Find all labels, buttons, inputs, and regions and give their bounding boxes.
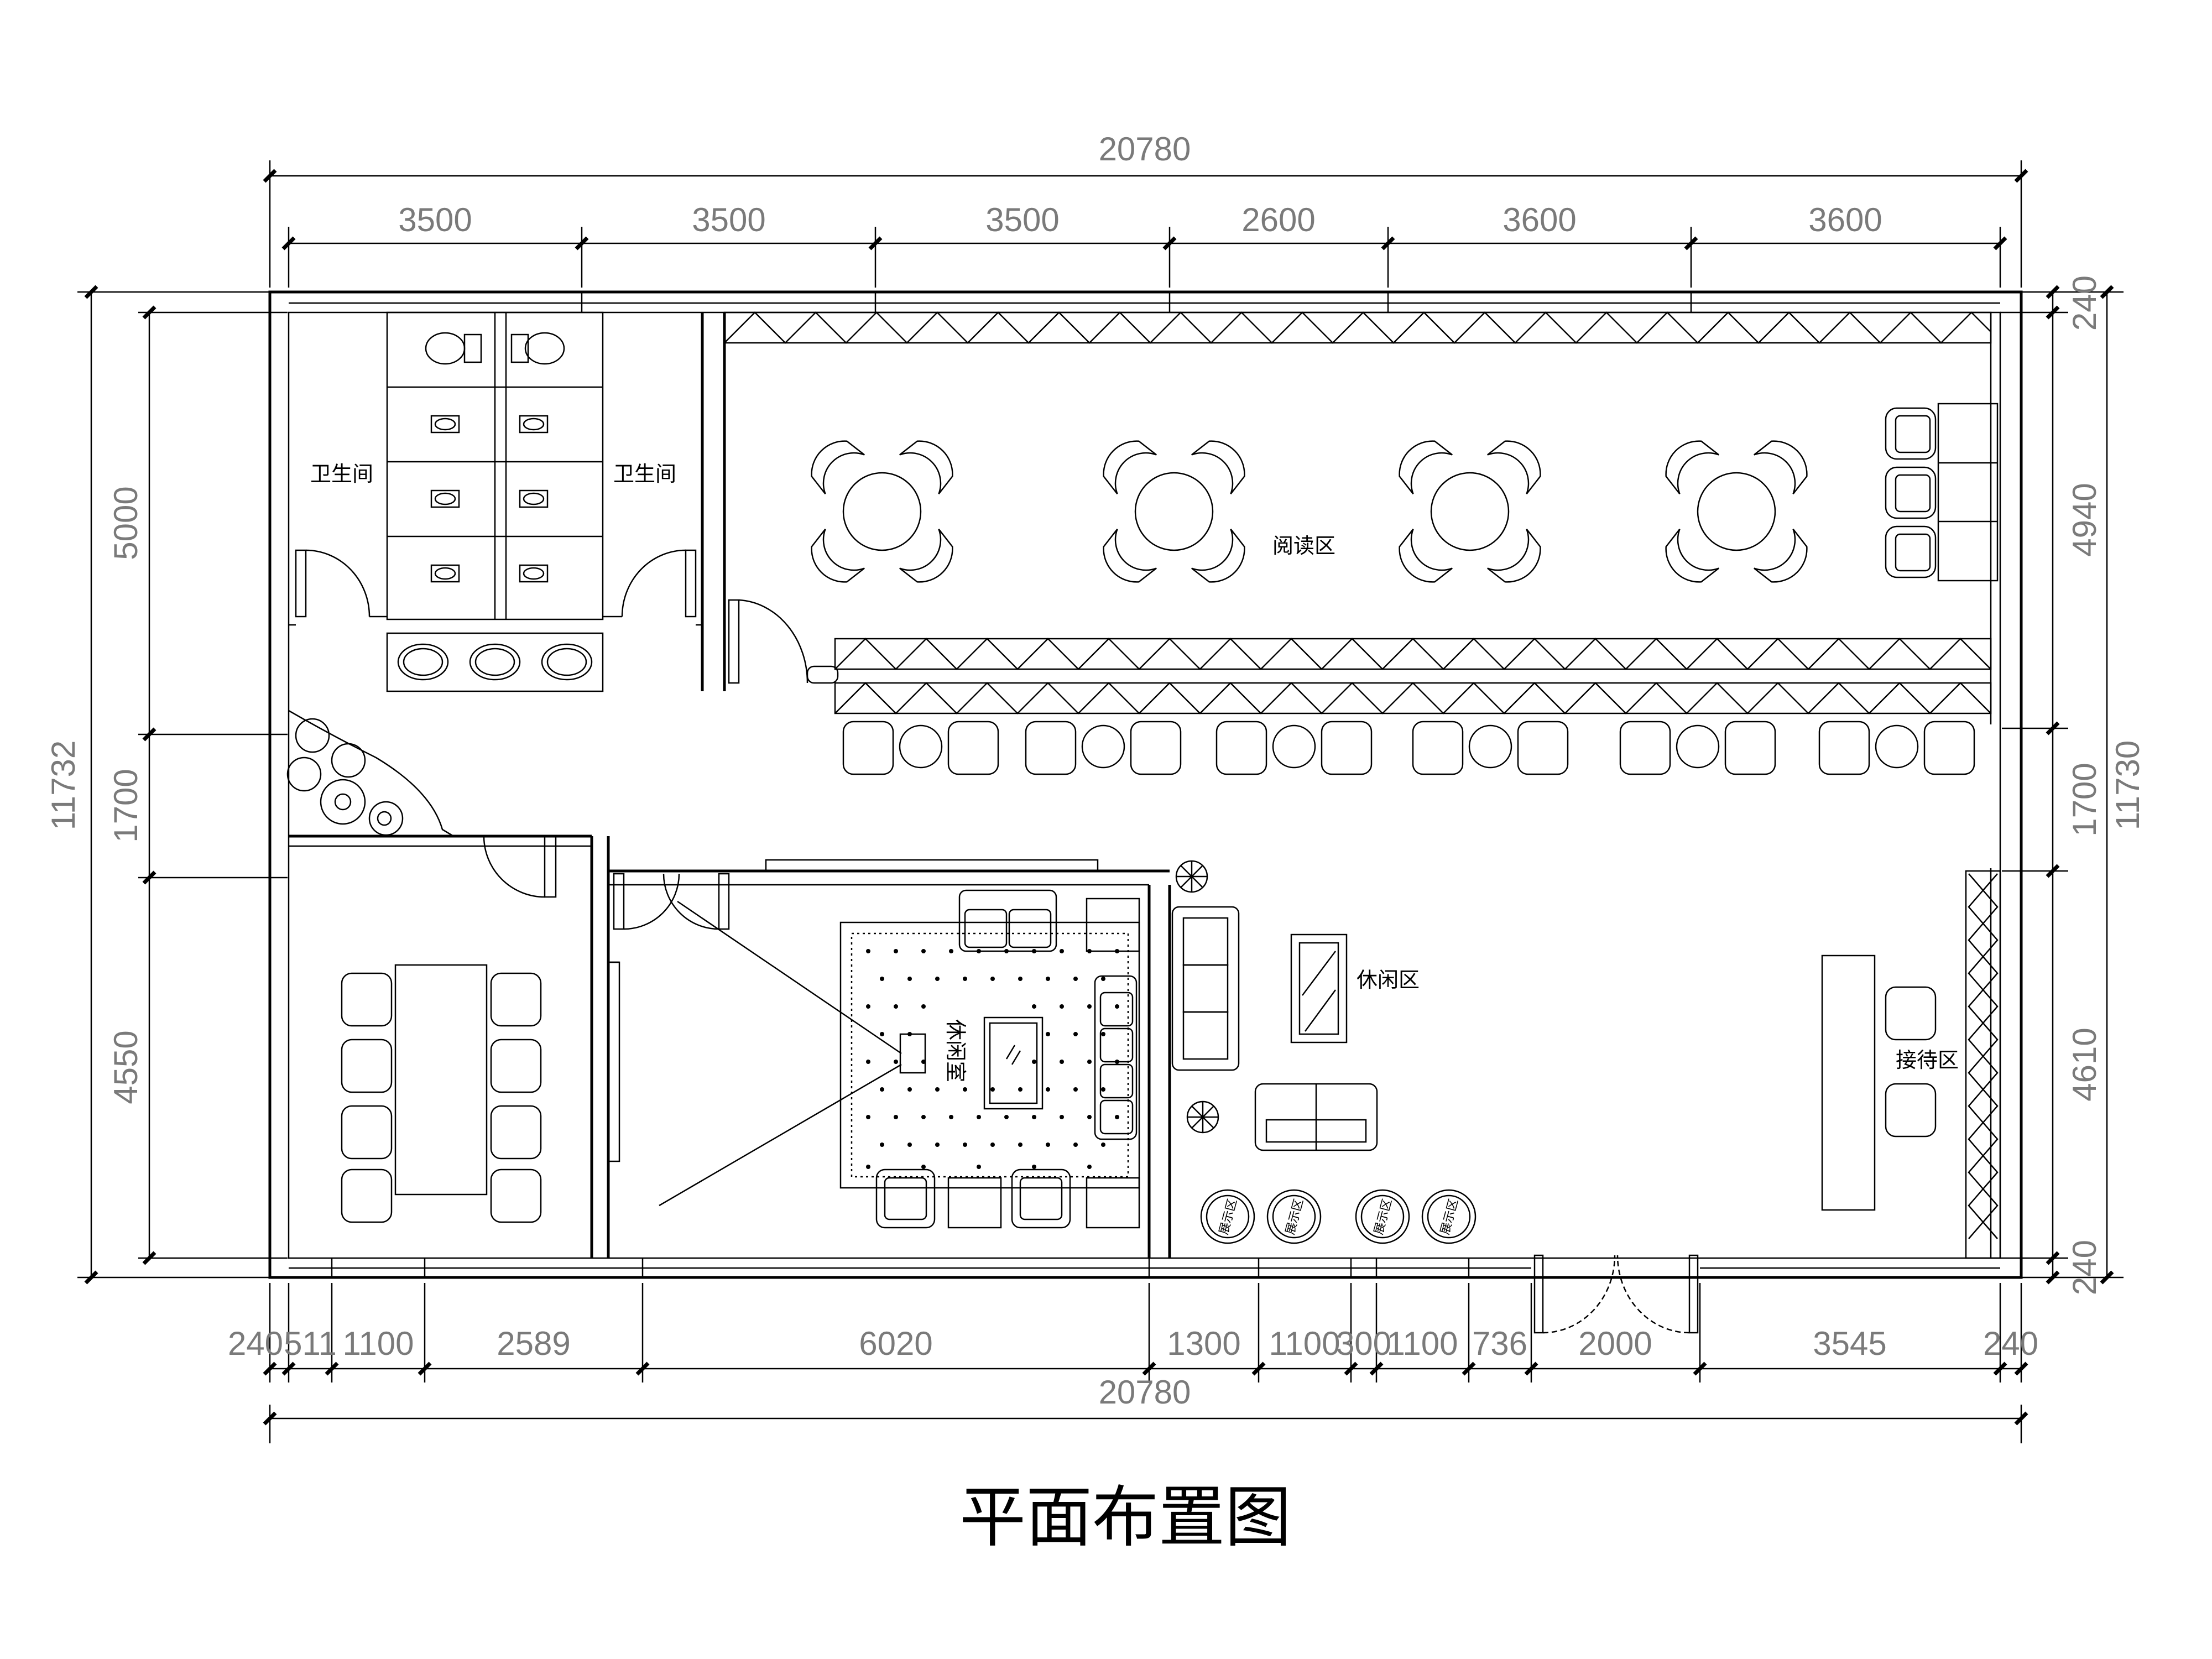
armchair-icon (1885, 466, 1937, 519)
right-dim-1: 240 (2066, 275, 2103, 331)
leisure-area-label: 休闲区 (1357, 968, 1420, 992)
chair-icon (341, 1039, 393, 1093)
leisure-area: 展示区 展示区 展示区 展示区 (1171, 860, 1477, 1244)
squat-toilet-icon (430, 489, 460, 508)
plant-icon (1186, 1100, 1219, 1134)
svg-text:展示区: 展示区 (1372, 1197, 1395, 1236)
interior-walls (289, 312, 2001, 1259)
top-dimensions: 20780 3500 3500 3500 2600 3600 3600 (263, 131, 2028, 288)
chair-icon (341, 1105, 393, 1160)
display-badge: 展示区 (1266, 1189, 1322, 1244)
svg-text:展示区: 展示区 (1438, 1197, 1461, 1236)
right-dim-3: 1700 (2066, 763, 2103, 836)
armchair-icon (1885, 525, 1937, 578)
bottom-dim-13: 240 (1983, 1325, 2038, 1362)
armchair-icon (1885, 407, 1937, 460)
left-dim-3: 4550 (107, 1030, 144, 1104)
reception-area (1533, 873, 1999, 1334)
toilet-icon (425, 332, 482, 365)
bottom-dim-3: 1100 (342, 1325, 414, 1362)
bottom-dim-10: 736 (1472, 1325, 1527, 1362)
chair-icon (490, 1105, 542, 1160)
meeting-room (341, 835, 557, 1223)
toilet-icon (510, 332, 565, 365)
chair-icon (341, 1168, 393, 1223)
left-dimensions: 11732 5000 1700 4550 (45, 285, 288, 1285)
left-dim-2: 1700 (107, 769, 144, 842)
armchair-icon (1885, 1083, 1937, 1138)
leisure-room-label: 休闲室 (943, 1019, 968, 1082)
bottom-dim-7: 1100 (1269, 1325, 1340, 1362)
toilet-right-label: 卫生间 (613, 462, 676, 486)
bottom-dim-2: 511 (284, 1325, 337, 1362)
bottom-dim-9: 1100 (1386, 1325, 1458, 1362)
bottom-dim-1: 240 (228, 1325, 283, 1362)
round-table-set (1103, 440, 1245, 583)
leisure-room (607, 859, 1140, 1229)
display-badge: 展示区 (1200, 1189, 1255, 1244)
top-dim-5: 3600 (1503, 201, 1576, 238)
bottom-dim-12: 3545 (1813, 1325, 1886, 1362)
round-table-set (1399, 440, 1541, 583)
outer-walls (268, 290, 2023, 1279)
bottom-dim-11: 2000 (1578, 1325, 1652, 1362)
door-icon (603, 549, 697, 618)
top-dim-4: 2600 (1241, 201, 1315, 238)
armchair-icon (1885, 986, 1937, 1041)
squat-toilet-icon (519, 489, 549, 508)
squat-toilet-icon (430, 415, 460, 434)
top-dim-3: 3500 (985, 201, 1059, 238)
door-icon (295, 549, 387, 618)
squat-toilet-icon (519, 564, 549, 583)
display-badge: 展示区 (1355, 1189, 1410, 1244)
chair-icon (490, 1168, 542, 1223)
round-table-set (811, 440, 953, 583)
bottom-dim-4: 2589 (497, 1325, 570, 1362)
drawing-title: 平面布置图 (959, 1479, 1291, 1556)
bottom-dimensions: 240 511 1100 2589 6020 1300 1100 300 110… (228, 1283, 2038, 1443)
left-total-dim: 11732 (45, 740, 82, 830)
door-icon (728, 599, 808, 684)
armchair-icon (875, 1168, 936, 1229)
bottom-segment-ticks (263, 1283, 2028, 1383)
reading-area (723, 311, 1999, 775)
top-dim-1: 3500 (398, 201, 472, 238)
chair-icon (490, 972, 542, 1027)
chair-icon (490, 1039, 542, 1093)
squat-toilet-icon (430, 564, 460, 583)
reception-label: 接待区 (1896, 1048, 1959, 1072)
top-segment-ticks (281, 227, 2007, 288)
plant-icon (286, 709, 454, 837)
reading-area-label: 阅读区 (1272, 534, 1335, 558)
sink-icon (397, 643, 449, 681)
right-dim-4: 4610 (2066, 1027, 2103, 1101)
right-total-dim: 11730 (2109, 740, 2146, 830)
rug-pattern (866, 949, 1119, 1169)
sink-icon (469, 643, 521, 681)
top-dim-2: 3500 (692, 201, 765, 238)
bottom-dim-5: 6020 (859, 1325, 932, 1362)
left-dim-1: 5000 (107, 486, 144, 560)
bottom-dim-8: 300 (1336, 1325, 1391, 1362)
toilet-block (289, 311, 702, 692)
squat-toilet-icon (519, 415, 549, 434)
top-dim-6: 3600 (1808, 201, 1882, 238)
armchair-icon (1011, 1168, 1071, 1229)
toilet-left-label: 卫生间 (310, 462, 373, 486)
display-badge: 展示区 (1421, 1189, 1477, 1244)
chair-row (842, 721, 1975, 775)
round-table-set (1665, 440, 1808, 583)
chair-icon (341, 972, 393, 1027)
svg-text:展示区: 展示区 (1217, 1197, 1240, 1236)
top-total-dim: 20780 (1099, 131, 1191, 168)
svg-text:展示区: 展示区 (1284, 1197, 1306, 1236)
right-dim-5: 240 (2066, 1240, 2103, 1295)
right-dimensions: 11730 240 4940 1700 4610 240 (2000, 275, 2146, 1295)
bottom-dim-6: 1300 (1167, 1325, 1240, 1362)
right-dim-2: 4940 (2066, 483, 2103, 556)
sink-icon (541, 643, 593, 681)
plant-icon (1175, 860, 1208, 893)
bottom-total-dim: 20780 (1099, 1374, 1191, 1411)
